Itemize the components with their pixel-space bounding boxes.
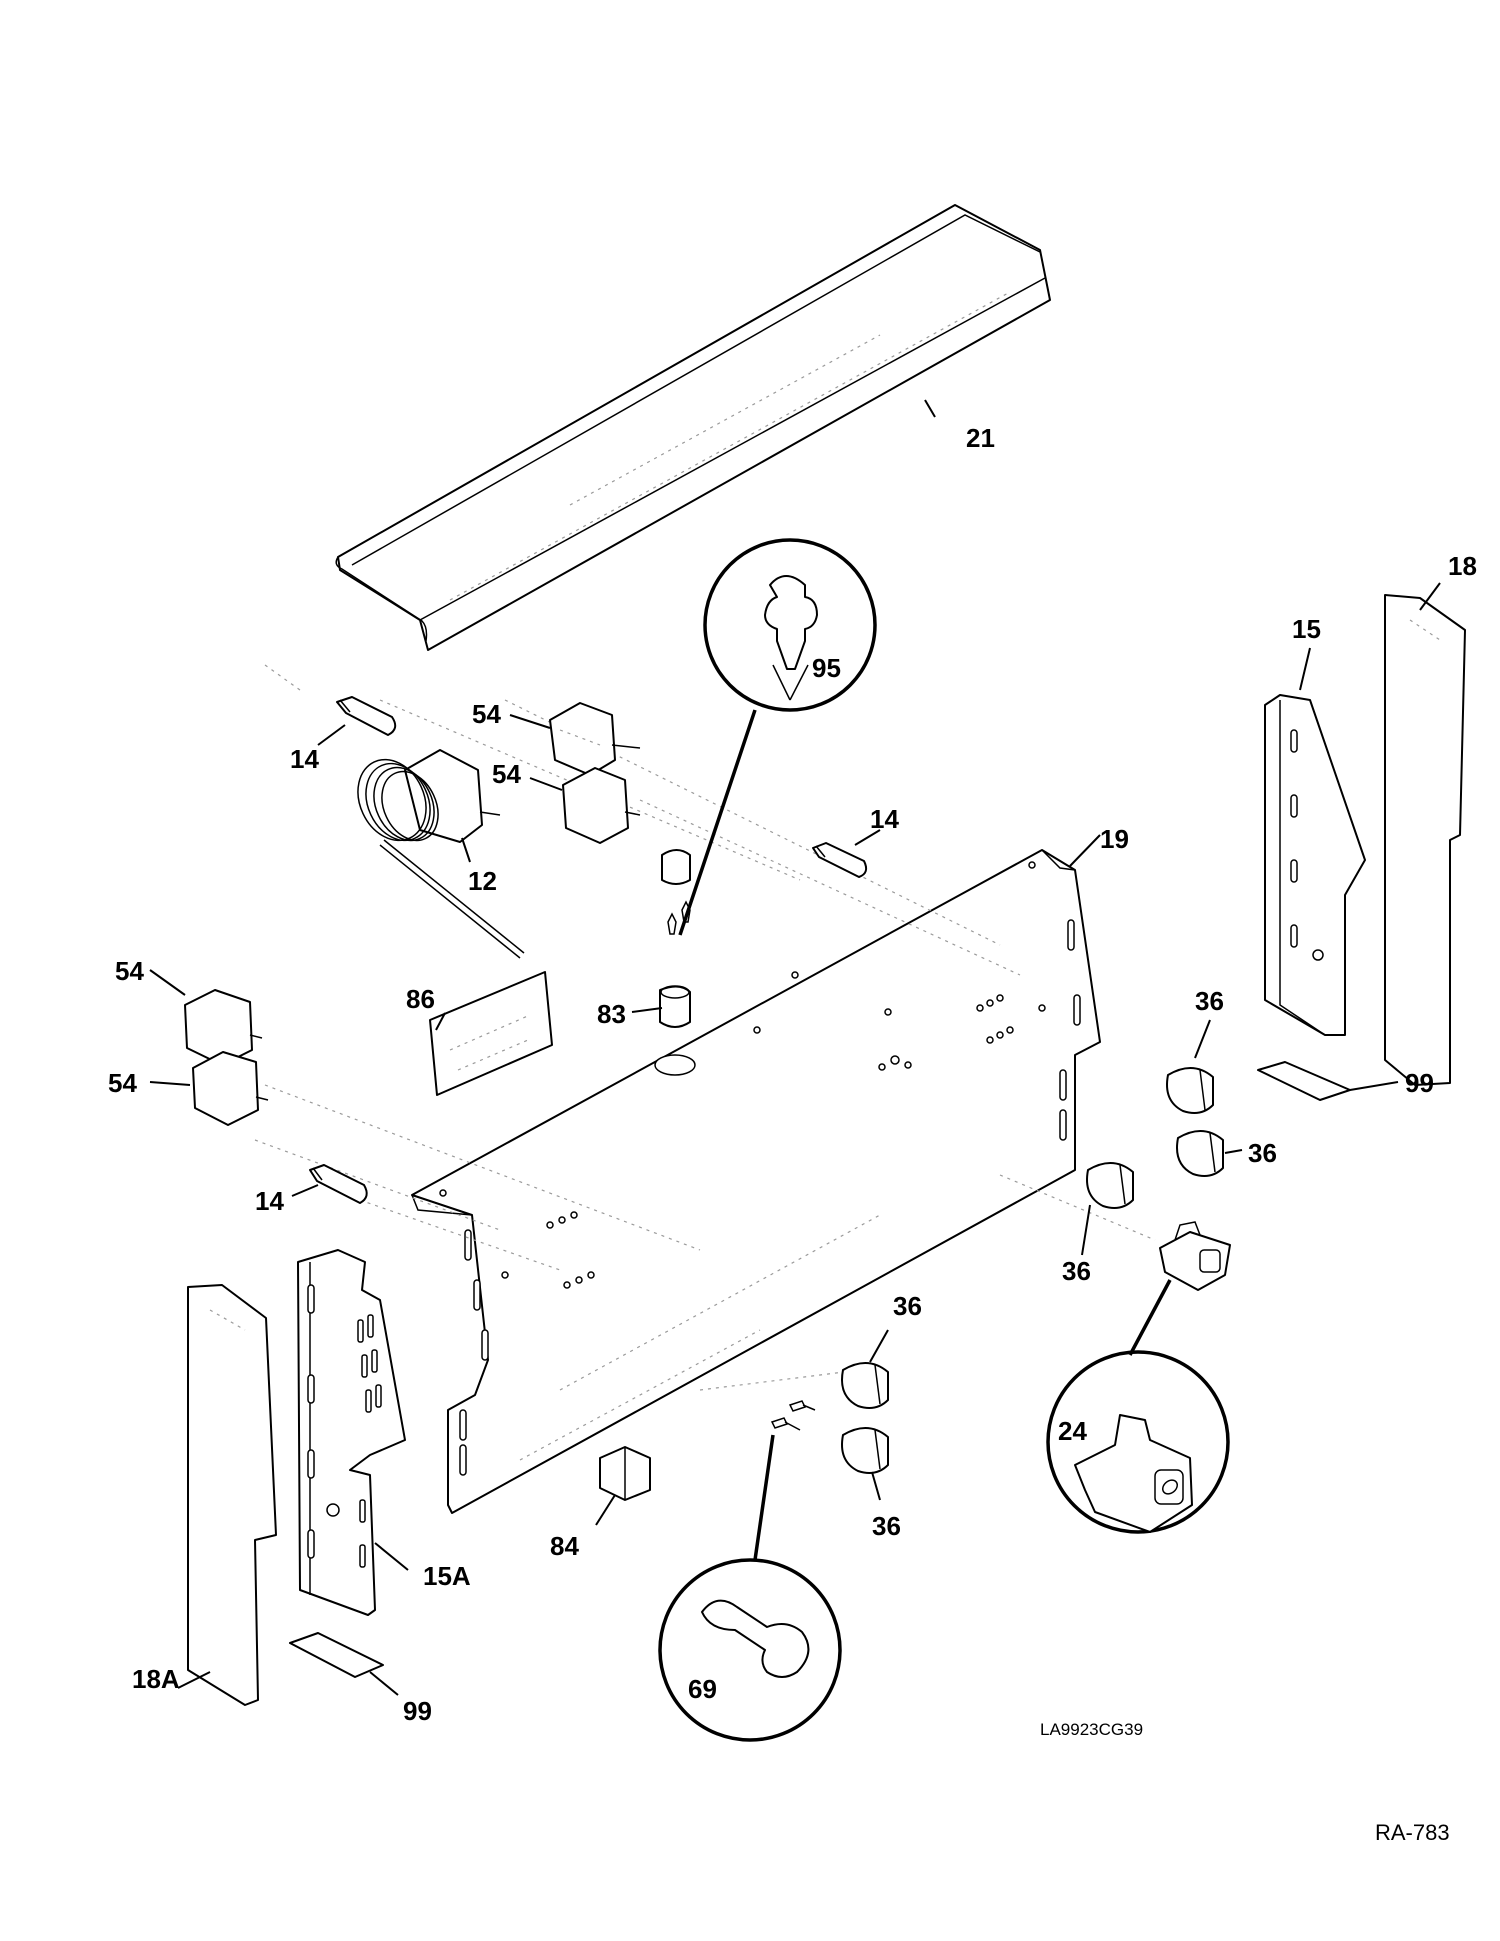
- callout-36-a: 36: [1195, 986, 1224, 1016]
- alignment-lines: [254, 664, 1156, 1391]
- part-15-right-bracket: [1264, 694, 1366, 1036]
- part-36-e: [841, 1427, 889, 1474]
- callout-86: 86: [406, 984, 435, 1014]
- part-86-label: [429, 971, 553, 1096]
- callouts: 21 18 15 95 54 54 14 12 14 19 54 54 86 8…: [108, 423, 1477, 1726]
- callout-14-lower-left: 14: [255, 1186, 284, 1216]
- part-84-block: [599, 1446, 651, 1501]
- callout-54-left-b: 54: [108, 1068, 137, 1098]
- callout-83: 83: [597, 999, 626, 1029]
- part-54-left-b: [192, 1051, 269, 1126]
- part-14-middle-right: [812, 842, 868, 878]
- part-36-a: [1166, 1067, 1214, 1114]
- part-18A-left-end-panel: [187, 1284, 277, 1706]
- callout-14-middle-right: 14: [870, 804, 899, 834]
- part-21-top-cap: [335, 204, 1051, 651]
- reference-code: RA-783: [1375, 1820, 1450, 1845]
- drawing-code: LA9923CG39: [1040, 1720, 1143, 1739]
- part-14-lower-left: [309, 1164, 368, 1204]
- part-36-b: [1176, 1130, 1224, 1177]
- callout-54-upper-a: 54: [472, 699, 501, 729]
- callout-36-c: 36: [1062, 1256, 1091, 1286]
- part-69-screws-small: [770, 1400, 816, 1431]
- part-54-upper-b: [562, 767, 641, 844]
- callout-54-upper-b: 54: [492, 759, 521, 789]
- detail-circle-24: [1046, 1350, 1230, 1534]
- detail-circle-69: [658, 1558, 842, 1742]
- part-99-left-label: [289, 1632, 384, 1678]
- part-15A-left-bracket: [297, 1249, 406, 1616]
- part-14-upper-left: [336, 696, 397, 736]
- leader-lines: [149, 399, 1441, 1696]
- callout-69: 69: [688, 1674, 717, 1704]
- callout-36-e: 36: [872, 1511, 901, 1541]
- part-54-left-a: [184, 989, 263, 1066]
- part-36-c: [1086, 1162, 1134, 1209]
- callout-24: 24: [1058, 1416, 1087, 1446]
- callout-15: 15: [1292, 614, 1321, 644]
- callout-15A: 15A: [423, 1561, 471, 1591]
- part-36-d: [841, 1362, 889, 1409]
- callout-12: 12: [468, 866, 497, 896]
- callout-36-d: 36: [893, 1291, 922, 1321]
- callout-99-right: 99: [1405, 1068, 1434, 1098]
- part-83-clip: [659, 849, 691, 1028]
- part-18-right-end-panel: [1384, 594, 1466, 1086]
- callout-21: 21: [966, 423, 995, 453]
- part-19-control-panel: [411, 849, 1101, 1514]
- detail-circle-95: [703, 538, 877, 712]
- callout-95: 95: [812, 653, 841, 683]
- part-99-right-label: [1257, 1061, 1351, 1101]
- callout-18A: 18A: [132, 1664, 180, 1694]
- callout-19: 19: [1100, 824, 1129, 854]
- part-54-upper-a: [549, 702, 641, 776]
- part-12-thermostat: [357, 749, 525, 959]
- callout-84: 84: [550, 1531, 579, 1561]
- callout-18: 18: [1448, 551, 1477, 581]
- callout-14-upper-left: 14: [290, 744, 319, 774]
- part-24-switch-small: [1159, 1221, 1231, 1291]
- callout-54-left-a: 54: [115, 956, 144, 986]
- callout-36-b: 36: [1248, 1138, 1277, 1168]
- callout-99-left: 99: [403, 1696, 432, 1726]
